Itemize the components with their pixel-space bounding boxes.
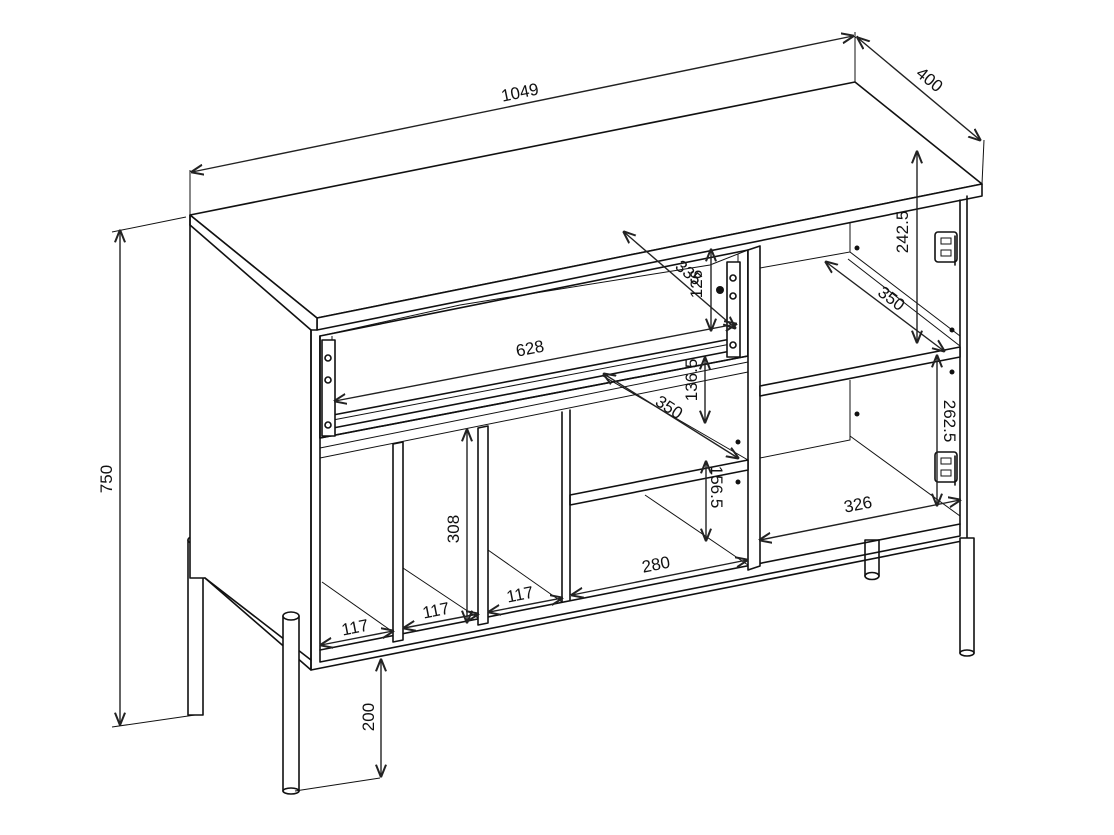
- front-leg-left: [282, 611, 300, 795]
- dim-label-depth: 400: [912, 63, 946, 96]
- dim-label-mid-height: 156.5: [707, 466, 726, 509]
- dim-line-comp-3: [489, 598, 562, 612]
- dim-label-height: 750: [97, 465, 116, 493]
- dim-label-right-bottom: 326: [842, 493, 873, 517]
- dim-label-mid-depth: 350: [652, 392, 686, 423]
- dim-label-compartment-height: 308: [444, 515, 463, 543]
- hinge-icon: [934, 231, 958, 266]
- dim-label-comp-1: 117: [340, 616, 370, 640]
- hinge-icon: [934, 451, 958, 486]
- dim-label-leg: 200: [359, 703, 378, 731]
- dim-line-depth: [858, 38, 980, 140]
- dim-label-comp-3: 117: [505, 583, 535, 607]
- compartment-dividers: [321, 425, 563, 643]
- dim-label-shelf-1: 136.5: [682, 359, 701, 402]
- dim-line-right-depth: [826, 262, 944, 351]
- dim-label-comp-4: 280: [640, 553, 671, 577]
- dim-label-drawer-height: 126: [687, 270, 706, 298]
- dim-line-width: [192, 36, 853, 172]
- dim-line-comp-4: [572, 560, 747, 595]
- center-divider: [747, 245, 761, 571]
- dim-line-comp-1: [321, 631, 393, 645]
- dim-label-comp-2: 117: [421, 599, 451, 623]
- dim-label-right-depth: 350: [874, 282, 908, 314]
- dim-line-mid-depth: [604, 374, 738, 458]
- dim-line-right-bottom: [760, 500, 960, 540]
- dim-label-right-lower: 262.5: [940, 400, 959, 443]
- front-leg-right: [959, 537, 975, 657]
- right-compartment: [759, 222, 961, 517]
- dim-label-right-upper: 242.5: [893, 211, 912, 254]
- dim-line-drawer-width: [335, 324, 736, 401]
- dim-line-comp-2: [404, 614, 478, 628]
